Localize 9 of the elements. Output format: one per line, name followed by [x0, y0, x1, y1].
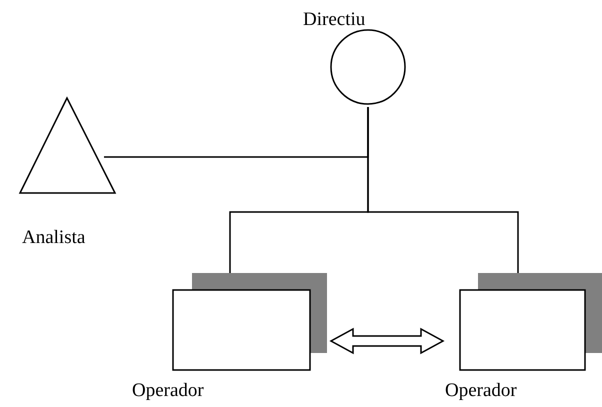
process-box	[443, 272, 602, 400]
node-label: Analista	[22, 228, 86, 247]
node-label: Operador	[132, 381, 204, 400]
node-label: Directiu	[303, 10, 366, 29]
double-arrow	[329, 328, 445, 354]
connector-line	[367, 107, 519, 273]
process-box	[130, 272, 328, 400]
node-label: Operador	[445, 381, 517, 400]
triangle-node	[18, 96, 118, 246]
